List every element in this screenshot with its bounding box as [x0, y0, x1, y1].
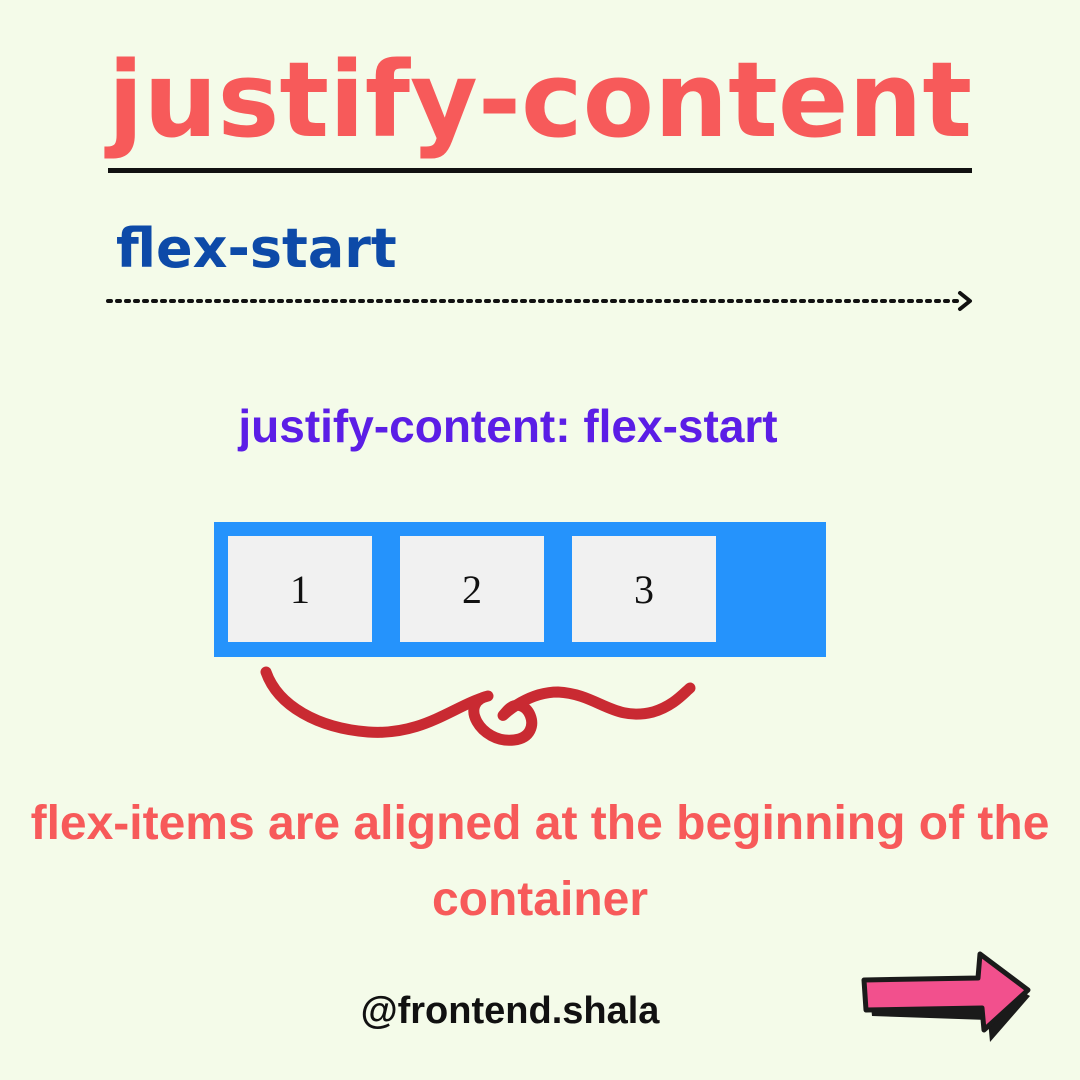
page-title: justify-content — [107, 39, 973, 161]
flex-item-2: 2 — [400, 536, 544, 642]
flex-item-3: 3 — [572, 536, 716, 642]
section-subtitle: flex-start — [116, 217, 397, 280]
dotted-arrow-icon — [106, 291, 972, 311]
ribbon-icon — [260, 666, 696, 746]
description-caption: flex-items are aligned at the beginning … — [30, 797, 1050, 926]
author-handle: @frontend.shala — [360, 990, 660, 1032]
arrow-right-icon[interactable] — [860, 950, 1036, 1050]
title-underline — [108, 168, 972, 173]
flex-item-1: 1 — [228, 536, 372, 642]
flex-container: 1 2 3 — [214, 522, 826, 657]
css-rule-label: justify-content: flex-start — [238, 400, 778, 452]
